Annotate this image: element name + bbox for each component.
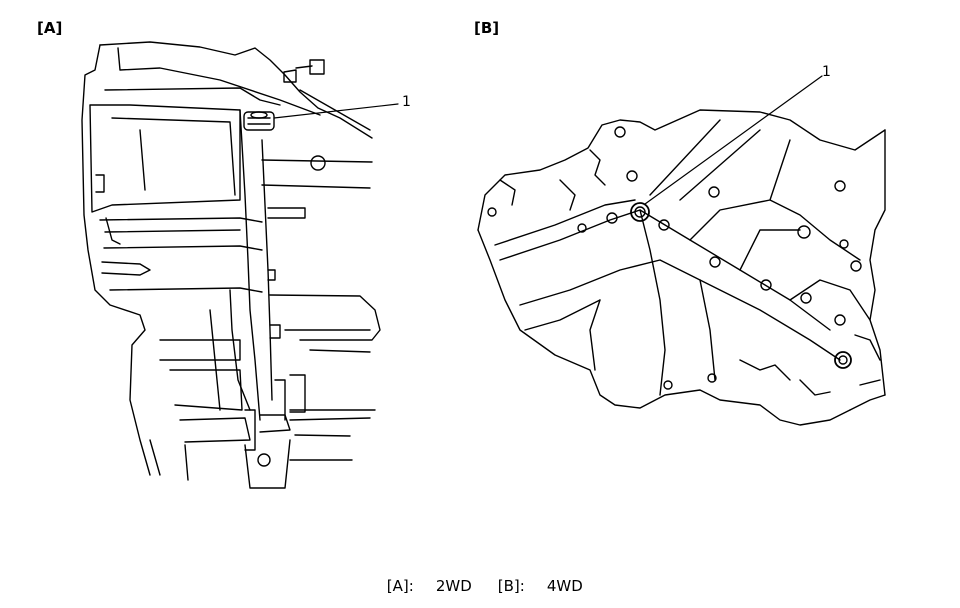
panel-a-label: [A] [37, 19, 63, 37]
panel-a-drawing [81, 41, 399, 489]
caption-value-a: 2WD [435, 577, 472, 595]
panel-b-label: [B] [474, 19, 500, 37]
panel-b-drawing [477, 75, 886, 426]
panel-b-callout: 1 [822, 64, 831, 80]
caption-value-b: 4WD [546, 577, 583, 595]
caption-key-a: [A]: [386, 577, 414, 595]
caption: [A]: 2WD [B]: 4WD [0, 559, 960, 595]
caption-key-b: [B]: [497, 577, 525, 595]
panel-a-callout: 1 [402, 94, 411, 110]
